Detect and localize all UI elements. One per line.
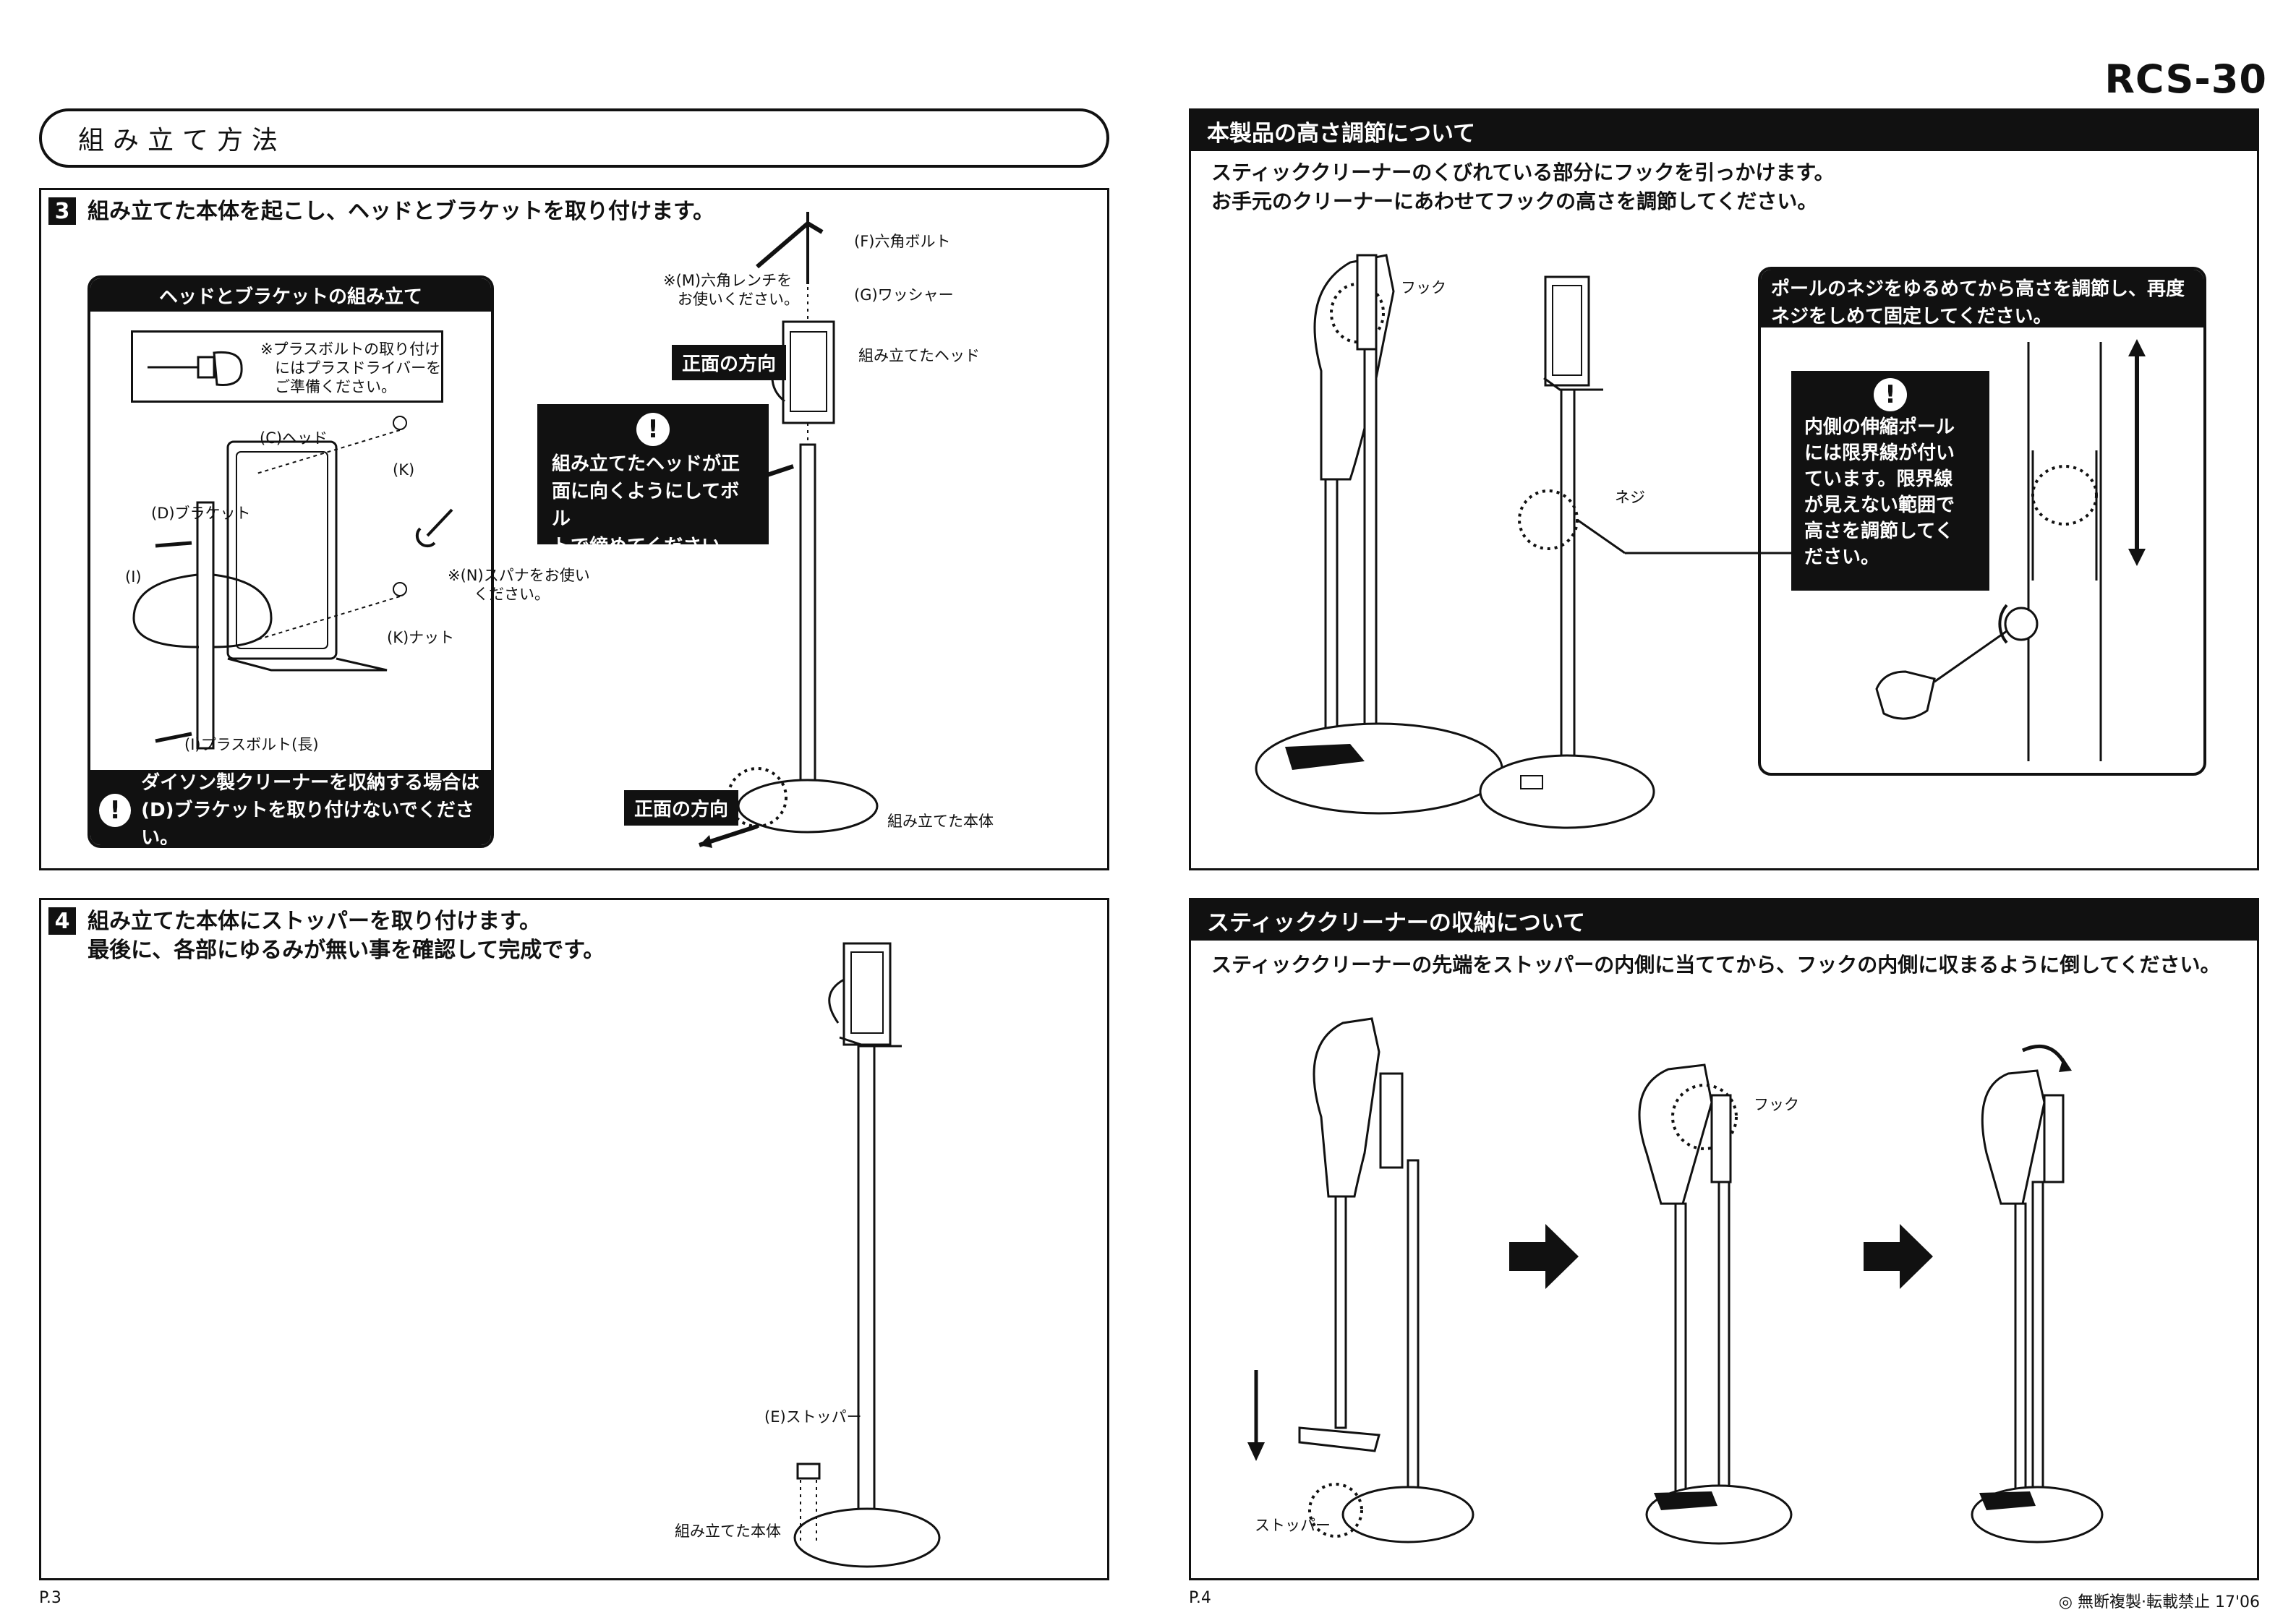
dyson-warning-line1: ダイソン製クリーナーを収納する場合は: [141, 772, 480, 794]
storage-panel: スティッククリーナーの収納について スティッククリーナーの先端をストッパーの内側…: [1189, 898, 2259, 1580]
label-stopper-storage: ストッパー: [1255, 1517, 1331, 1534]
label-i-bolt-long: (I)プラスボルト(長): [184, 736, 319, 753]
limit-line-warning: ! 内側の伸縮ポール には限界線が付い ています。限界線 が見えない範囲で 高さ…: [1791, 371, 1989, 591]
arrow-right-icon: [1864, 1224, 1933, 1289]
label-screw: ネジ: [1615, 489, 1645, 506]
front-direction-tag-2: 正面の方向: [624, 790, 739, 826]
warning-icon: !: [636, 413, 670, 446]
screwdriver-hand-icon: [148, 351, 243, 386]
section-title-assembly: 組み立て方法: [39, 108, 1109, 168]
storage-panel-title: スティッククリーナーの収納について: [1191, 900, 2257, 941]
cleaner-on-stand-drawing: [1255, 254, 1503, 815]
height-callout-box: ポールのネジをゆるめてから高さを調節し、再度 ネジをしめて固定してください。 !…: [1758, 267, 2206, 776]
pole-assembly-drawing: [699, 212, 879, 848]
step4-title-line1: 組み立てた本体にストッパーを取り付けます。: [88, 909, 541, 934]
driver-note-line1: ※プラスボルトの取り付け: [260, 341, 440, 358]
label-f-bolt: (F)六角ボルト: [854, 233, 951, 250]
limit-warning-line2: には限界線が付い: [1804, 442, 1955, 464]
model-number: RCS-30: [2104, 56, 2267, 102]
label-hook-storage: フック: [1754, 1096, 1799, 1113]
label-c-head: (C)ヘッド: [260, 429, 328, 447]
arrow-right-icon: [1509, 1224, 1579, 1289]
height-panel: 本製品の高さ調節について スティッククリーナーのくびれている部分にフックを引っか…: [1189, 108, 2259, 870]
page-number-right: P.4: [1189, 1589, 1211, 1607]
label-k-top: (K): [393, 461, 415, 479]
height-panel-title: 本製品の高さ調節について: [1191, 111, 2257, 151]
page-number-left: P.3: [39, 1589, 61, 1607]
driver-note-line3: ご準備ください。: [275, 378, 396, 395]
label-k-nut: (K)ナット: [387, 629, 455, 646]
label-i: (I): [125, 568, 142, 586]
head-warning-line1: 組み立てたヘッドが正: [552, 453, 741, 475]
label-hook-height: フック: [1401, 279, 1446, 296]
front-direction-tag-1: 正面の方向: [672, 345, 787, 380]
pole-closeup-drawing: [1875, 339, 2146, 761]
head-warning-line2: 面に向くようにしてボル: [552, 481, 740, 530]
step3-title: 組み立てた本体を起こし、ヘッドとブラケットを取り付けます。: [88, 199, 714, 224]
step4-title: 組み立てた本体にストッパーを取り付けます。 最後に、各部にゆるみが無い事を確認し…: [88, 907, 605, 965]
spanner-note-line1: ※(N)スパナをお使い: [448, 567, 590, 584]
limit-warning-line4: が見えない範囲で: [1804, 494, 1955, 516]
storage-step3-drawing: [1971, 1044, 2104, 1543]
hex-wrench-note-line2: お使いください。: [678, 291, 799, 308]
storage-step2-drawing: [1638, 1063, 1793, 1545]
height-text-line1: スティッククリーナーのくびれている部分にフックを引っかけます。: [1211, 160, 1835, 184]
limit-warning-line6: ださい。: [1804, 547, 1880, 568]
warning-icon: !: [1874, 378, 1907, 411]
storage-text: スティッククリーナーの先端をストッパーの内側に当ててから、フックの内側に収まるよ…: [1211, 953, 2221, 977]
label-assembled-body: 組み立てた本体: [887, 813, 994, 830]
step4-title-line2: 最後に、各部にゆるみが無い事を確認して完成です。: [88, 938, 605, 963]
head-orientation-warning: ! 組み立てたヘッドが正 面に向くようにしてボル トで締めてください。: [537, 404, 769, 557]
hex-wrench-note-line1: ※(M)六角レンチを: [663, 272, 793, 289]
head-warning-line3: トで締めてください。: [552, 536, 740, 557]
head-bracket-drawing: [132, 416, 453, 750]
step3-number: 3: [48, 197, 76, 225]
label-g-washer: (G)ワッシャー: [854, 286, 954, 304]
limit-warning-line5: 高さを調節してく: [1804, 521, 1954, 542]
spanner-note-line2: ください。: [474, 586, 550, 603]
storage-step1-drawing: [1247, 1017, 1475, 1543]
label-assembled-head: 組み立てたヘッド: [858, 347, 980, 364]
warning-icon: !: [99, 794, 132, 827]
stand-only-drawing: [1479, 275, 1849, 829]
head-bracket-box-title: ヘッドとブラケットの組み立て: [90, 278, 491, 312]
step4-number: 4: [48, 907, 76, 935]
step3-panel: 3 組み立てた本体を起こし、ヘッドとブラケットを取り付けます。 ヘッドとブラケッ…: [39, 188, 1109, 870]
dyson-warning-line2: (D)ブラケットを取り付けないでください。: [141, 800, 474, 848]
dyson-warning: ! ダイソン製クリーナーを収納する場合は (D)ブラケットを取り付けないでくださ…: [90, 770, 491, 848]
callout-title-line1: ポールのネジをゆるめてから高さを調節し、再度: [1771, 278, 2185, 300]
copyright-notice: ◎ 無断複製·転載禁止 17'06: [2058, 1593, 2260, 1611]
limit-warning-line3: ています。限界線: [1804, 468, 1953, 490]
label-e-stopper: (E)ストッパー: [764, 1408, 862, 1426]
label-d-bracket: (D)ブラケット: [151, 505, 251, 522]
driver-note-line2: にはプラスドライバーを: [275, 359, 442, 377]
label-assembled-body-4: 組み立てた本体: [675, 1523, 781, 1540]
height-text-line2: お手元のクリーナーにあわせてフックの高さを調節してください。: [1211, 189, 1818, 213]
step4-panel: 4 組み立てた本体にストッパーを取り付けます。 最後に、各部にゆるみが無い事を確…: [39, 898, 1109, 1580]
limit-warning-line1: 内側の伸縮ポール: [1804, 416, 1955, 438]
completed-stand-drawing: [793, 942, 941, 1568]
callout-title-line2: ネジをしめて固定してください。: [1771, 306, 2052, 327]
driver-note-box: ※プラスボルトの取り付け にはプラスドライバーを ご準備ください。: [131, 330, 443, 403]
height-callout-title: ポールのネジをゆるめてから高さを調節し、再度 ネジをしめて固定してください。: [1761, 270, 2203, 327]
head-bracket-box: ヘッドとブラケットの組み立て ※プラスボルトの取り付け にはプラスドライバーを …: [88, 275, 494, 848]
